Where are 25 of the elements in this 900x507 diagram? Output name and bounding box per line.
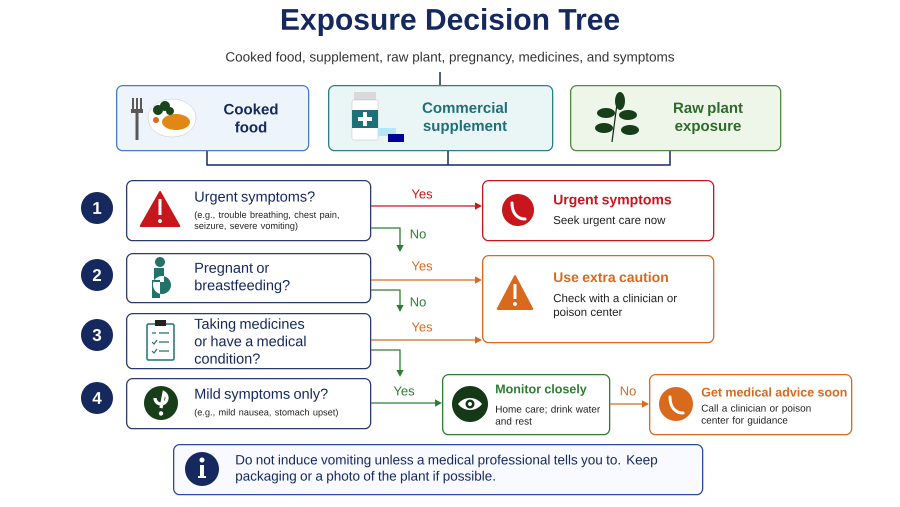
category-box: Raw plant exposure: [570, 85, 782, 152]
subtitle: Cooked food, supplement, raw plant, pregnancy, medicines, and symptoms: [226, 52, 674, 64]
edge-label: Yes: [412, 261, 432, 271]
note-box: Do not induce vomiting unless a medical professional tells you to. Keep packaging or a photo of the plant if possible.: [173, 444, 704, 496]
edge-label: No: [410, 229, 426, 239]
outcome-box: Use extra caution Check with a clinician or poison center: [482, 255, 714, 344]
outcome-box: Monitor closely Home care; drink water and rest: [442, 374, 610, 436]
edge-label: No: [620, 386, 636, 396]
step-number: 2: [81, 259, 113, 291]
edge-label: Yes: [412, 189, 432, 199]
question-box: Urgent symptoms? (e.g., trouble breathing, chest pain, seizure, severe vomiting): [126, 180, 372, 242]
question-box: Pregnant or breastfeeding?: [126, 253, 372, 304]
category-box: Commercial supplement: [328, 85, 554, 152]
step-number: 4: [81, 382, 113, 414]
title: Exposure Decision Tree: [282, 8, 620, 36]
edge-label: No: [410, 297, 426, 307]
outcome-box: Urgent symptoms Seek urgent care now: [482, 180, 714, 242]
edge-label: Yes: [394, 386, 414, 396]
question-box: Mild symptoms only? (e.g., mild nausea, stomach upset): [126, 378, 372, 430]
step-number: 3: [81, 319, 113, 351]
category-box: Cooked food: [116, 85, 310, 152]
outcome-box: Get medical advice soon Call a clinician or poison center for guidance: [649, 374, 852, 436]
step-number: 1: [81, 192, 113, 224]
edge-label: Yes: [412, 322, 432, 332]
question-box: Taking medicines or have a medical condition?: [126, 313, 372, 370]
